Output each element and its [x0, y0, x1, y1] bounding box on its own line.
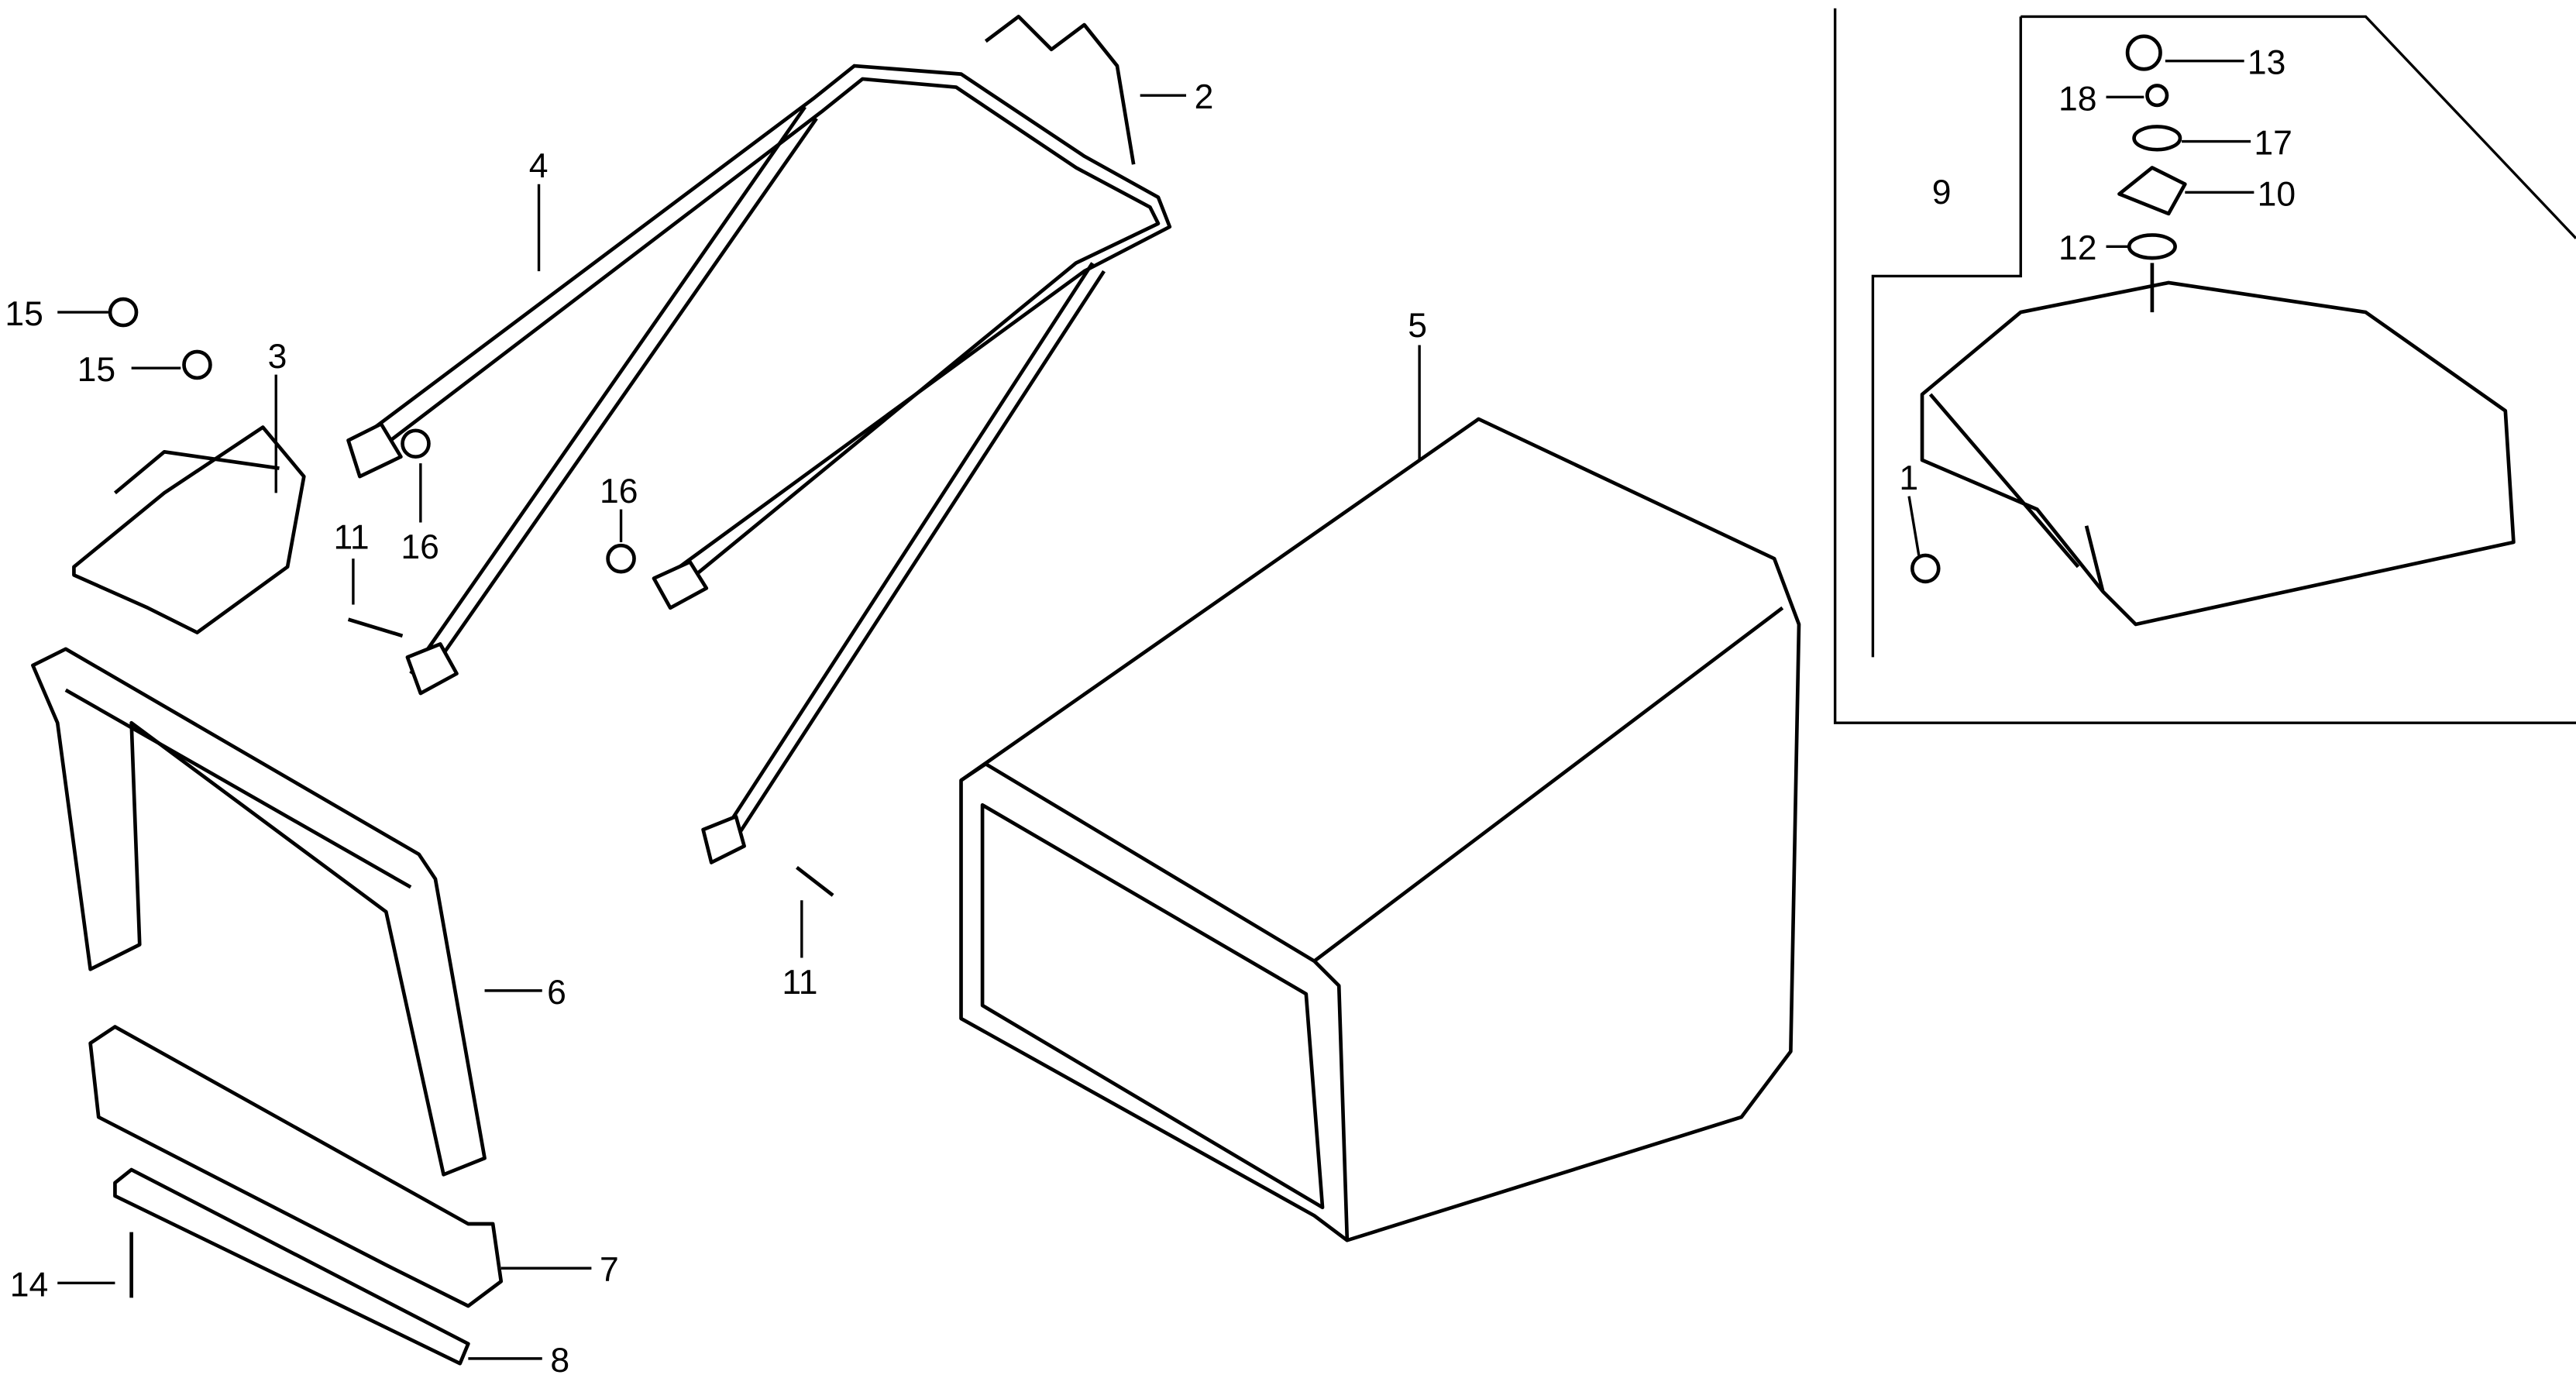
callout-14: 14: [10, 1266, 49, 1304]
bag-frame-part: [31, 647, 487, 1177]
callout-15: 15: [77, 351, 116, 389]
callout-1: 1: [1899, 459, 1918, 497]
callout-10: 10: [2258, 175, 2296, 213]
callout-18: 18: [2058, 80, 2097, 118]
callout-3: 3: [268, 338, 287, 376]
grass-bag-part: [959, 417, 1801, 1242]
callout-5: 5: [1408, 307, 1427, 345]
callout-6: 6: [547, 974, 566, 1012]
callout-9: 9: [1932, 174, 1952, 211]
handle-frame-part: [346, 15, 1172, 864]
callout-16: 16: [600, 473, 638, 510]
callout-11: 11: [333, 518, 369, 556]
callout-4: 4: [529, 147, 549, 185]
leader-lines: [57, 59, 2254, 1360]
inset-border: [1833, 8, 2576, 724]
callout-12: 12: [2058, 229, 2097, 267]
bottom-plate-part: [113, 1167, 470, 1366]
discharge-chute-part: [1920, 280, 2516, 627]
handle-bracket-part: [72, 425, 306, 634]
callout-13: 13: [2248, 44, 2286, 82]
callout-17: 17: [2254, 125, 2292, 163]
callout-16: 16: [401, 528, 439, 566]
callout-7: 7: [600, 1251, 619, 1289]
callout-8: 8: [550, 1342, 569, 1380]
callout-15: 15: [5, 295, 43, 333]
callout-2: 2: [1195, 78, 1214, 116]
bottom-bracket-part: [88, 1025, 504, 1308]
callout-11: 11: [782, 964, 817, 1002]
